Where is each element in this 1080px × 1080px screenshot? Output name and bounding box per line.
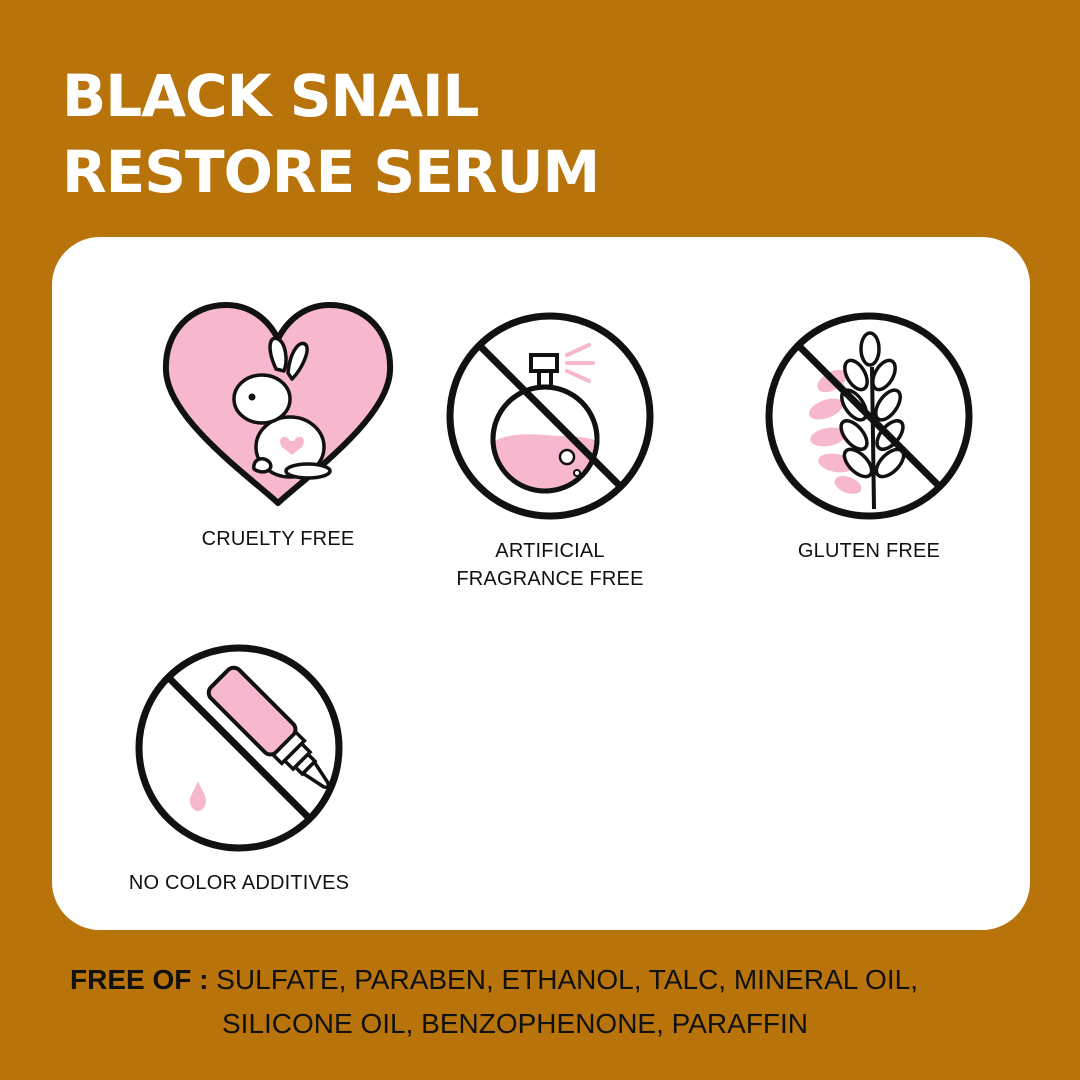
badge-no-color-additives: NO COLOR ADDITIVES: [114, 641, 364, 897]
badge-cruelty-free: CRUELTY FREE: [153, 299, 403, 553]
no-wheat-icon: [765, 312, 973, 520]
heart-bunny-icon: [162, 302, 394, 506]
badge-fragrance-free: ARTIFICIAL FRAGRANCE FREE: [425, 309, 675, 593]
title-line-2: RESTORE SERUM: [62, 138, 600, 206]
free-of-line-1: SULFATE, PARABEN, ETHANOL, TALC, MINERAL…: [216, 964, 918, 995]
no-perfume-icon: [446, 312, 654, 520]
badge-label: ARTIFICIAL FRAGRANCE FREE: [456, 540, 644, 590]
free-of-label: FREE OF :: [70, 964, 217, 995]
badge-label: NO COLOR ADDITIVES: [128, 872, 350, 894]
badge-label: GLUTEN FREE: [797, 540, 941, 562]
page-title: BLACK SNAIL RESTORE SERUM: [62, 58, 600, 210]
free-of-line-2: SILICONE OIL, BENZOPHENONE, PARAFFIN: [222, 1008, 809, 1039]
free-of-list: FREE OF : SULFATE, PARABEN, ETHANOL, TAL…: [70, 958, 1030, 1046]
badge-label: CRUELTY FREE: [201, 528, 355, 550]
no-dropper-icon: [135, 644, 343, 852]
badges-card: CRUELTY FREE ARTIFICIAL FRAGRANCE FREE: [52, 237, 1030, 930]
title-line-1: BLACK SNAIL: [62, 62, 480, 130]
badge-gluten-free: GLUTEN FREE: [744, 309, 994, 565]
